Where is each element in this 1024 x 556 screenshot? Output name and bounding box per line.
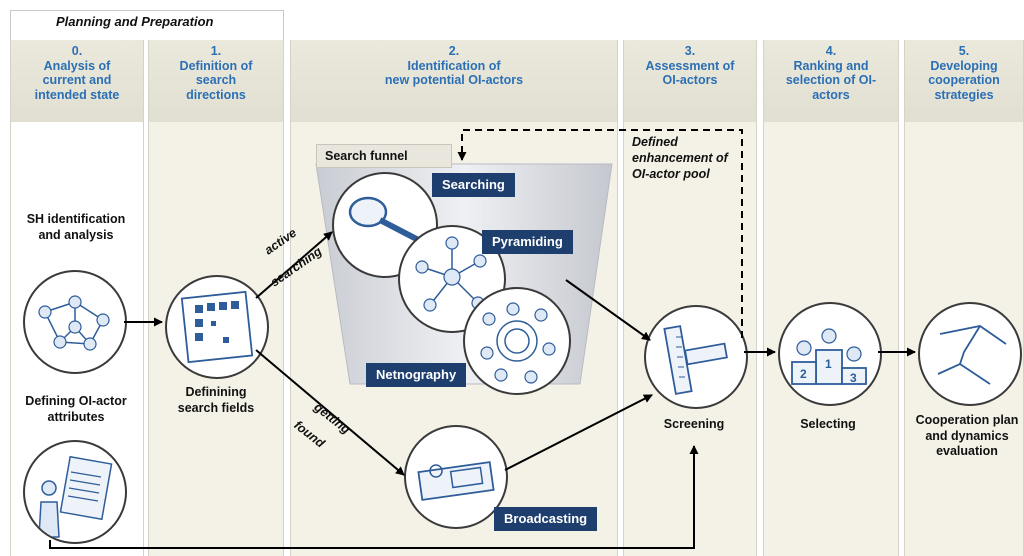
- screening-label: Screening: [663, 417, 725, 431]
- defined-enhancement-label: Defined enhancement of OI-actor pool: [632, 135, 728, 181]
- pyramiding-tag: Pyramiding: [482, 230, 573, 254]
- selecting-label: Selecting: [800, 417, 856, 431]
- planning-label: Planning and Preparation: [56, 14, 214, 29]
- search-funnel-label: Search funnel: [316, 144, 452, 168]
- svg-text:3: 3: [850, 371, 857, 385]
- podium-icon: 1 2 3: [778, 302, 882, 406]
- cooperation-plan-icon: [918, 302, 1022, 406]
- netnography-tag: Netnography: [366, 363, 467, 387]
- defining-search-fields-label: Definining search fields: [177, 385, 255, 415]
- cooperation-plan-label: Cooperation plan and dynamics evaluation: [915, 413, 1019, 458]
- planning-bracket: [10, 10, 284, 41]
- searching-tag: Searching: [432, 173, 515, 197]
- caliper-icon: [644, 305, 748, 409]
- netnography-icon: [463, 287, 571, 395]
- sh-identification-label: SH identification and analysis: [26, 212, 126, 242]
- broadcasting-tag: Broadcasting: [494, 507, 598, 531]
- attribute-list-icon: [23, 440, 127, 544]
- svg-text:2: 2: [800, 367, 807, 381]
- svg-text:1: 1: [825, 357, 832, 371]
- defining-attributes-label: Defining OI-actor attributes: [25, 394, 127, 424]
- search-field-board-icon: [165, 275, 269, 379]
- mousetrap-icon: [404, 425, 508, 529]
